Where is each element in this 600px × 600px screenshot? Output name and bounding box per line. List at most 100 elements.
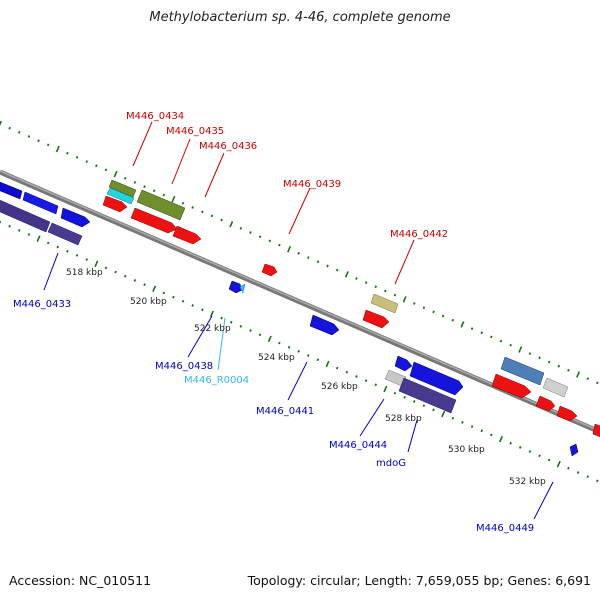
gene-box-steelblue[interactable]	[500, 356, 545, 386]
minor-tick	[287, 345, 291, 349]
gene-arrow-blue[interactable]	[409, 361, 464, 396]
major-tick	[229, 220, 234, 228]
gene-block-left-bottom[interactable]	[0, 198, 83, 246]
minor-tick	[345, 370, 349, 374]
minor-tick	[316, 260, 320, 264]
minor-tick	[586, 377, 589, 381]
minor-tick	[567, 466, 570, 470]
minor-tick	[586, 475, 589, 479]
leader-M446_0433	[43, 252, 59, 291]
major-tick	[287, 245, 292, 253]
minor-tick	[249, 329, 252, 332]
minor-tick	[374, 383, 378, 387]
gene-arrow-red[interactable]	[362, 309, 390, 329]
major-tick	[267, 335, 272, 343]
minor-tick	[518, 446, 522, 449]
gene-arrow-red[interactable]	[535, 395, 556, 412]
minor-tick	[201, 308, 204, 312]
gene-arrow-blue[interactable]	[60, 207, 91, 228]
gene-label-M446_0438[interactable]: M446_0438	[155, 361, 213, 372]
minor-tick	[364, 281, 368, 285]
minor-tick	[8, 224, 11, 228]
gene-arrow-red[interactable]	[556, 405, 578, 422]
leader-M446_R0004	[217, 317, 226, 371]
gene-label-M446_0436[interactable]: M446_0436	[199, 141, 257, 152]
gene-label-M446_0439[interactable]: M446_0439	[283, 179, 341, 190]
kbp-label: 520 kbp	[130, 297, 167, 307]
minor-tick	[46, 143, 50, 147]
major-tick	[94, 260, 99, 268]
minor-tick	[576, 471, 580, 474]
gene-arrow-blue[interactable]	[569, 443, 579, 457]
gene-label-M446_0441[interactable]: M446_0441	[256, 406, 314, 417]
gene-arrow-cyan[interactable]	[239, 283, 246, 294]
major-tick	[0, 120, 3, 126]
gene-box-olive[interactable]	[108, 179, 137, 198]
gene-box-khaki[interactable]	[370, 293, 399, 314]
gene-box-olive-large[interactable]	[136, 189, 186, 221]
gene-arrow-red[interactable]	[102, 195, 128, 213]
minor-tick	[547, 458, 551, 462]
major-tick	[402, 296, 407, 303]
minor-tick	[441, 314, 445, 318]
gene-block-left-top[interactable]	[0, 180, 91, 228]
minor-tick	[384, 289, 387, 293]
gene-label-M446_0434[interactable]: M446_0434	[126, 111, 184, 122]
gene-arrow-blue[interactable]	[22, 191, 59, 215]
minor-tick	[335, 366, 339, 370]
gene-arrow-blue[interactable]	[309, 314, 340, 336]
kbp-label: 522 kbp	[194, 324, 231, 334]
major-tick	[344, 271, 349, 278]
minor-tick	[191, 304, 194, 307]
leader-M446_0439	[288, 187, 311, 235]
minor-tick	[393, 293, 397, 297]
gene-box-navy[interactable]	[47, 222, 83, 246]
minor-tick	[27, 233, 31, 236]
minor-tick	[181, 299, 185, 303]
minor-tick	[75, 254, 79, 257]
minor-tick	[470, 425, 474, 428]
minor-tick	[27, 135, 31, 138]
minor-tick	[547, 360, 551, 364]
gene-box-navy[interactable]	[0, 198, 51, 233]
minor-tick	[422, 306, 426, 310]
minor-tick	[66, 151, 69, 155]
minor-tick	[162, 291, 166, 295]
minor-tick	[499, 339, 503, 343]
gene-arrow-red[interactable]	[491, 373, 532, 399]
gene-arrow-red[interactable]	[592, 423, 600, 438]
gene-arrow-red[interactable]	[130, 207, 178, 234]
minor-tick	[268, 239, 272, 243]
gene-label-mdoG[interactable]: mdoG	[376, 458, 406, 469]
gene-box-navy-mdoG[interactable]	[398, 377, 457, 414]
gene-label-M446_0433[interactable]: M446_0433	[13, 299, 71, 310]
accession-text: Accession: NC_010511	[9, 573, 152, 588]
gene-label-M446_0444[interactable]: M446_0444	[329, 440, 387, 451]
gene-label-M446_R0004[interactable]: M446_R0004	[184, 375, 249, 386]
minor-tick	[210, 214, 214, 218]
major-tick	[383, 385, 388, 393]
kbp-label: 524 kbp	[258, 353, 295, 363]
leader-mdoG	[407, 419, 418, 453]
leader-M446_0442	[394, 239, 415, 285]
gene-label-M446_0442[interactable]: M446_0442	[390, 229, 448, 240]
gene-label-M446_0435[interactable]: M446_0435	[166, 126, 224, 137]
gene-arrow-blue[interactable]	[0, 180, 23, 200]
minor-tick	[364, 379, 368, 383]
minor-tick	[95, 164, 98, 168]
major-tick	[36, 235, 41, 242]
minor-tick	[335, 268, 339, 272]
gene-arrow-red[interactable]	[172, 225, 202, 245]
gene-box-cyan[interactable]	[106, 187, 135, 205]
major-tick	[518, 346, 523, 353]
gene-box-gray[interactable]	[542, 377, 569, 398]
minor-tick	[46, 241, 50, 245]
kbp-label: 518 kbp	[66, 268, 103, 278]
gene-arrow-blue[interactable]	[228, 280, 243, 294]
gene-arrow-red[interactable]	[261, 263, 278, 277]
minor-tick	[133, 279, 137, 282]
minor-tick	[412, 302, 416, 305]
gene-arrow-blue[interactable]	[394, 355, 413, 372]
gene-label-M446_0449[interactable]: M446_0449	[476, 523, 534, 534]
